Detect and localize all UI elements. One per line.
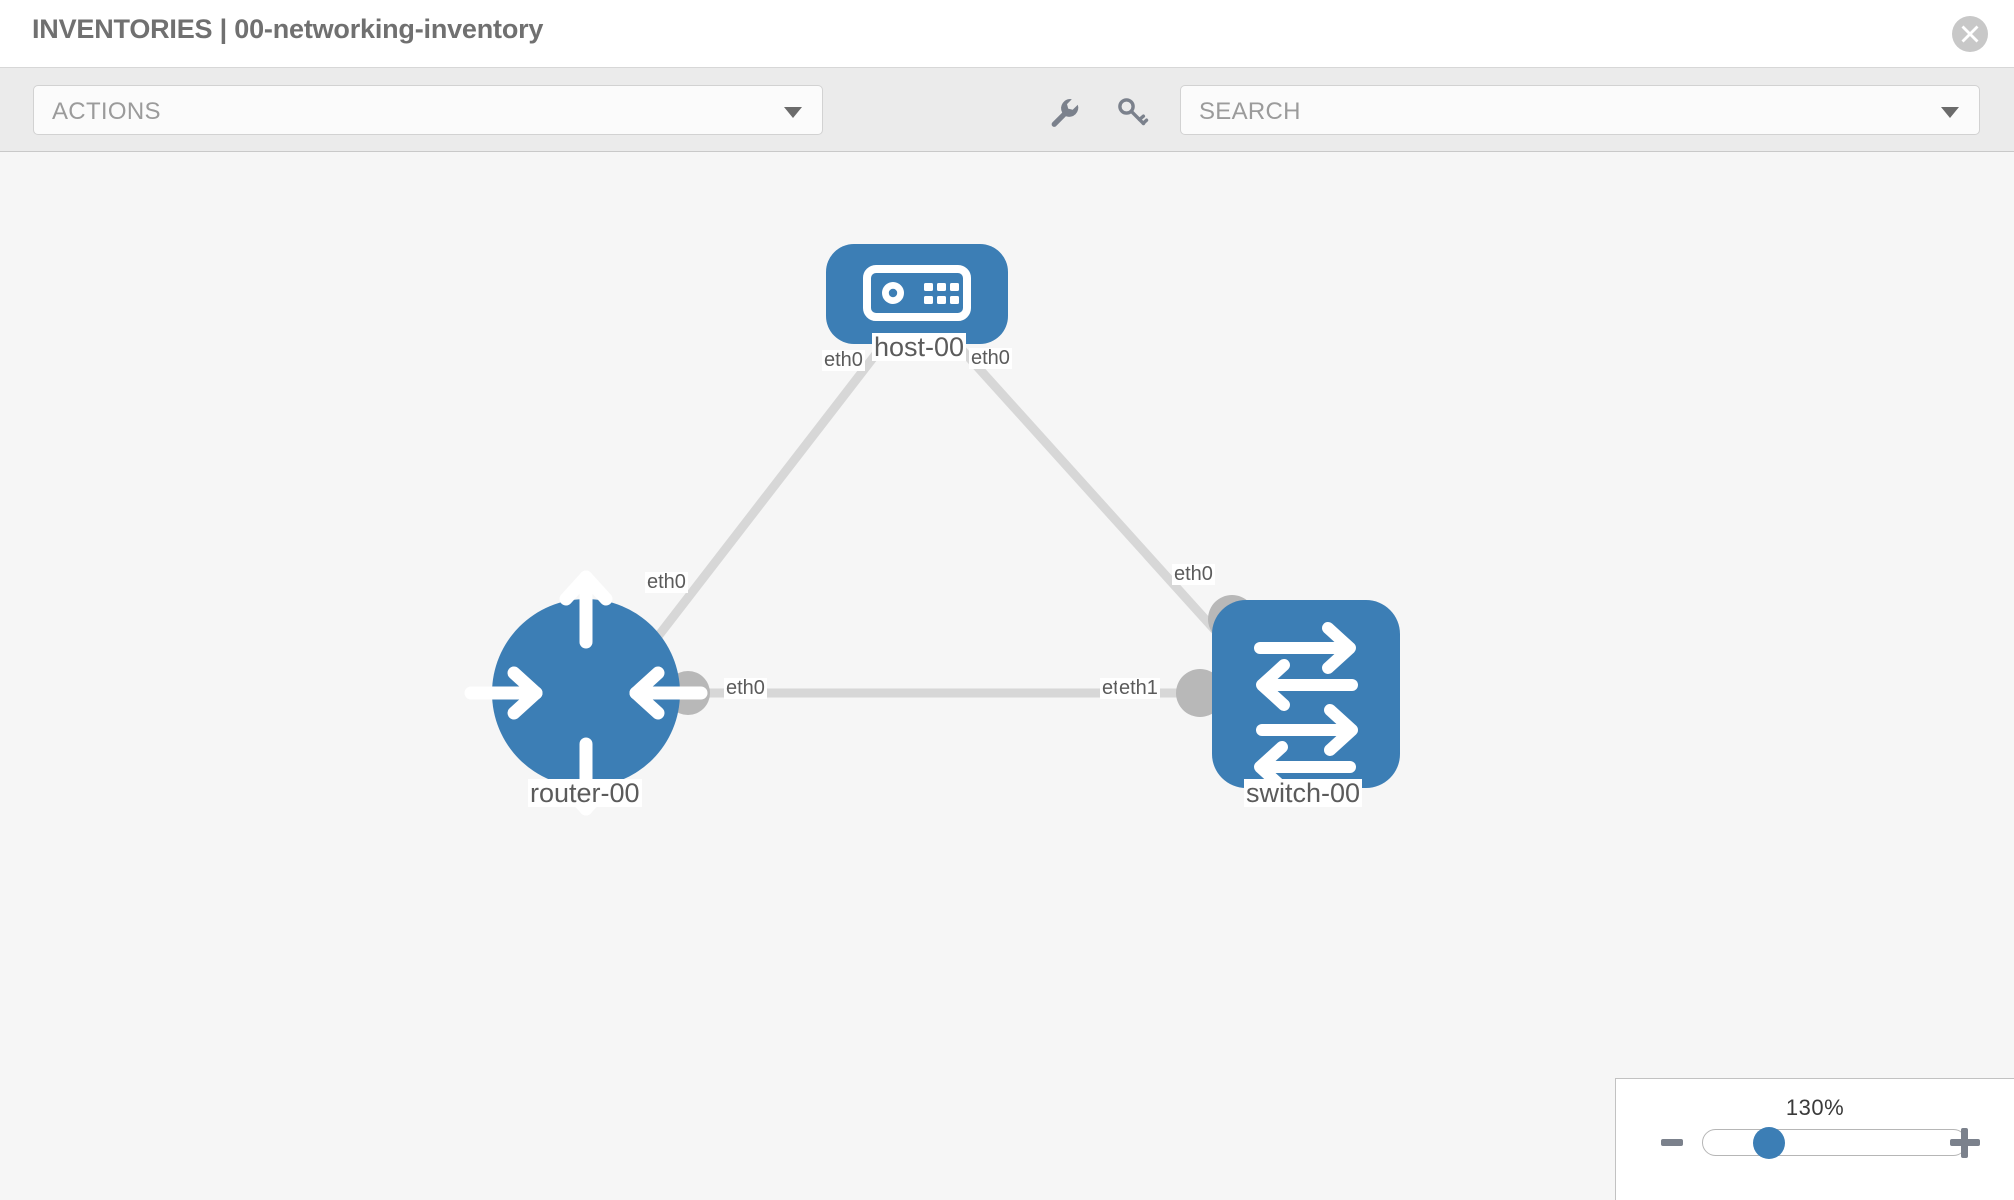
toolbar: ACTIONS SEARCH	[0, 68, 2014, 152]
chevron-down-icon	[1941, 107, 1959, 118]
iface-label-router00-eth0: eth0	[724, 677, 767, 699]
chevron-down-icon	[784, 107, 802, 118]
wrench-icon[interactable]	[1047, 95, 1081, 129]
switch-arrows-icon	[1254, 622, 1358, 793]
zoom-control-panel: 130%	[1615, 1078, 2014, 1200]
iface-label-switch00-uplink-eth0: eth0	[1172, 563, 1215, 585]
node-label-switch-00: switch-00	[1244, 778, 1363, 808]
iface-label-switch00-eth1: eth1	[1117, 677, 1160, 699]
actions-dropdown[interactable]: ACTIONS	[33, 85, 823, 135]
server-icon	[863, 265, 971, 321]
node-label-router-00: router-00	[528, 778, 642, 808]
iface-label-router00-uplink-eth0: eth0	[645, 571, 688, 593]
node-router-00	[464, 570, 708, 816]
minus-icon[interactable]	[1661, 1139, 1683, 1146]
node-switch-00	[1212, 600, 1400, 793]
iface-label-host00-eth0-right: eth0	[969, 347, 1012, 369]
edge-host00-router00	[642, 329, 897, 655]
search-placeholder: SEARCH	[1199, 98, 1301, 125]
key-icon[interactable]	[1115, 95, 1149, 129]
node-host-00	[826, 244, 1008, 344]
iface-label-host00-eth0-left: eth0	[822, 349, 865, 371]
search-input[interactable]: SEARCH	[1180, 85, 1980, 135]
topology-canvas[interactable]: eth0 eth0 host-00 eth0 eth0 eth0 eth eth…	[0, 152, 2014, 1200]
topology-edges	[642, 328, 1236, 698]
edge-host00-switch00	[942, 328, 1236, 653]
zoom-slider-track[interactable]	[1702, 1129, 1967, 1156]
plus-icon[interactable]	[1950, 1128, 1980, 1158]
actions-dropdown-label: ACTIONS	[52, 98, 161, 125]
close-icon[interactable]	[1952, 16, 1988, 52]
zoom-slider-thumb[interactable]	[1753, 1127, 1785, 1159]
titlebar: INVENTORIES | 00-networking-inventory	[0, 0, 2014, 68]
page-title: INVENTORIES | 00-networking-inventory	[32, 14, 544, 44]
topology-graph	[464, 244, 1400, 816]
zoom-percent-label: 130%	[1785, 1095, 1845, 1120]
node-label-host-00: host-00	[872, 332, 967, 362]
